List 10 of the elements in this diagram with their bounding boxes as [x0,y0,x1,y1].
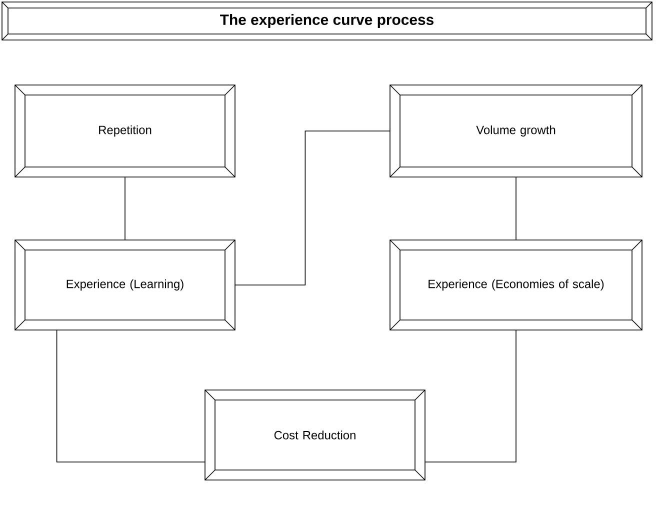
connector-line [56,330,206,462]
connector-line [424,330,516,462]
process-box: Cost Reduction [204,390,426,480]
connector-line [234,130,390,286]
title-box: The experience curve process [2,2,652,40]
process-box: Experience (Economies of scale) [390,240,642,330]
process-box: Experience (Learning) [14,240,236,330]
connector-line [124,176,126,240]
process-box: Repetition [14,84,236,178]
process-box: Volume growth [390,84,642,178]
